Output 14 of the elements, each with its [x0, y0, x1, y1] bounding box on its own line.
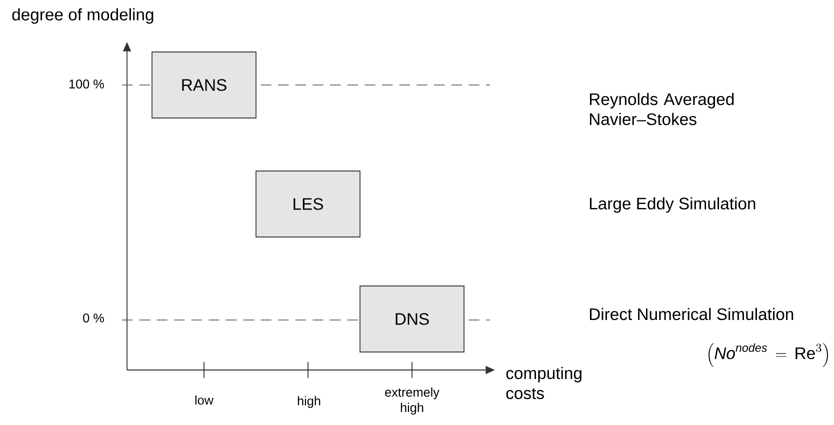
method-box: RANS: [152, 52, 256, 118]
method-description: Large Eddy Simulation: [590, 197, 756, 213]
formula: $\left(\mathit{No}^{\mathit{nodes}} \,=\, \mathrm{Re}^{3}\right)$: [708, 343, 828, 367]
tick-label: 100 %: [69, 80, 104, 88]
method-description: Direct Numerical Simulation: [590, 308, 794, 320]
tick-label: low: [195, 395, 214, 405]
method-box: LES: [256, 170, 360, 238]
tick-label: 0 %: [83, 314, 104, 322]
tick-label: extremely high: [385, 387, 440, 415]
method-description: Reynolds Averaged Navier–Stokes: [590, 92, 734, 126]
tick-label: high: [298, 396, 320, 408]
method-box: DNS: [360, 286, 464, 352]
axis-label: computing costs: [506, 366, 582, 400]
axis-label: degree of modeling: [12, 8, 154, 24]
